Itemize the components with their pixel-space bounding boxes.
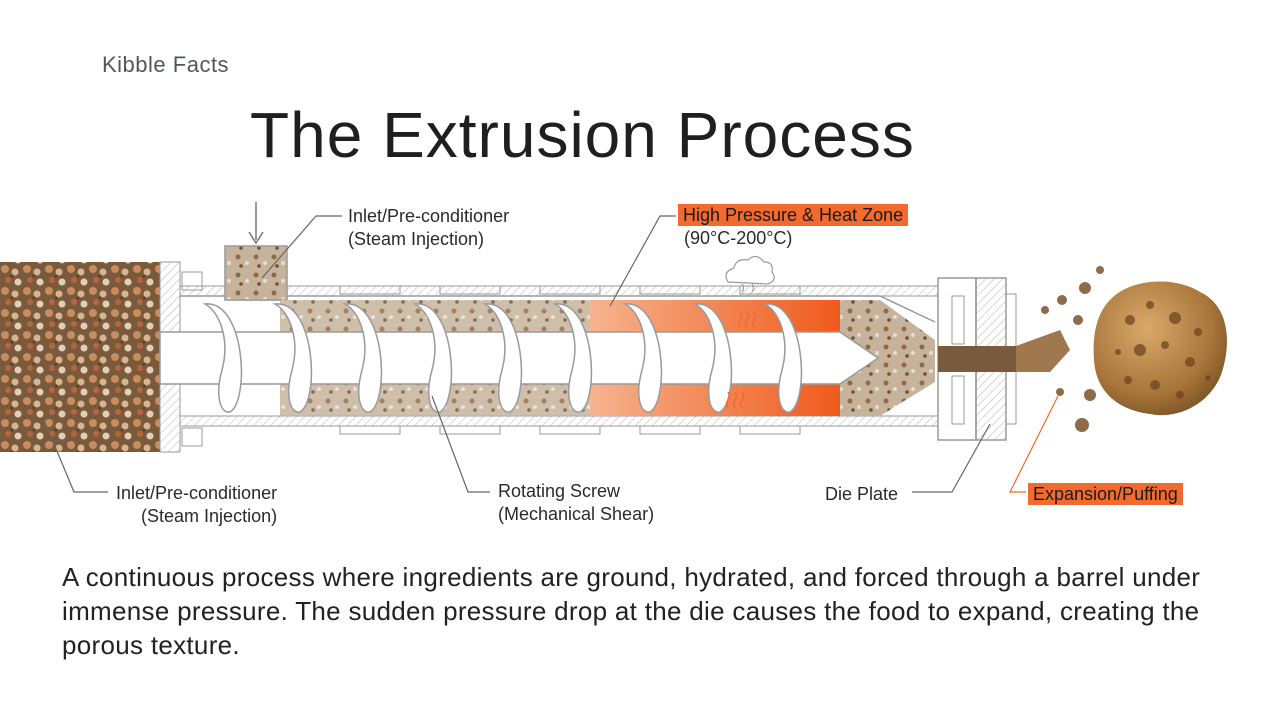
screw-label-line2: (Mechanical Shear) xyxy=(498,504,655,524)
steam-cloud-icon xyxy=(725,255,775,293)
extruder-diagram xyxy=(0,202,1227,493)
inlet-bottom-label-line1: Inlet/Pre-conditioner xyxy=(116,483,278,503)
eyebrow-label: Kibble Facts xyxy=(102,52,230,77)
expansion-label-text: Expansion/Puffing xyxy=(1028,483,1183,505)
kibble-pores xyxy=(1115,301,1211,399)
inlet-top-label-line2: (Steam Injection) xyxy=(348,229,485,249)
heat-zone-label-line1: High Pressure & Heat Zone xyxy=(678,204,909,226)
screw-label-line1: Rotating Screw xyxy=(498,481,621,501)
heater-bands xyxy=(339,285,801,435)
die-plate-label: Die Plate xyxy=(825,484,899,504)
expanded-kibble xyxy=(1093,281,1227,416)
inlet-hopper xyxy=(224,245,288,301)
heat-zone-label-line2: (90°C-200°C) xyxy=(684,228,793,248)
inlet-top-label-line1: Inlet/Pre-conditioner xyxy=(348,206,510,226)
inlet-bottom-label: Inlet/Pre-conditioner (Steam Injection) xyxy=(116,482,277,528)
leader-lines xyxy=(43,215,1059,493)
description-text: A continuous process where ingredients a… xyxy=(62,562,1201,660)
extrudate-particles xyxy=(1016,266,1104,432)
inlet-top-label: Inlet/Pre-conditioner (Steam Injection) xyxy=(348,205,509,251)
expansion-label: Expansion/Puffing xyxy=(1028,483,1183,506)
die-plate xyxy=(937,277,1017,441)
raw-ingredients xyxy=(0,262,160,452)
page-title: The Extrusion Process xyxy=(250,99,915,171)
inlet-bottom-label-line2: (Steam Injection) xyxy=(141,506,278,526)
heat-zone-label: High Pressure & Heat Zone (90°C-200°C) xyxy=(678,204,909,250)
heat-wave-icons xyxy=(725,311,757,409)
screw-label: Rotating Screw (Mechanical Shear) xyxy=(498,480,654,526)
screw-flights xyxy=(202,303,803,413)
